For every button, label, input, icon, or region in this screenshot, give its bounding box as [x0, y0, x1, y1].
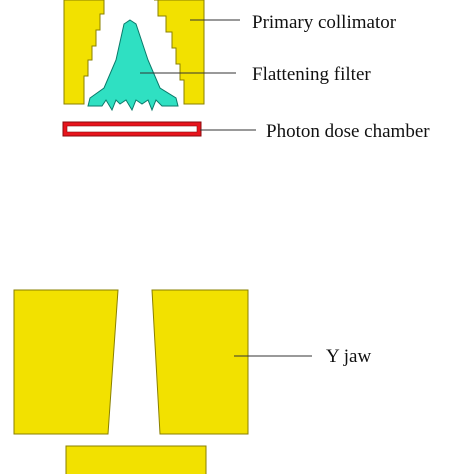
label-y-jaw: Y jaw: [326, 346, 371, 367]
primary-collimator-left: [63, 0, 105, 105]
flattening-filter: [87, 19, 179, 112]
primary-collimator-right: [154, 0, 205, 105]
y-jaw-left: [13, 289, 119, 435]
label-primary-collimator: Primary collimator: [252, 12, 397, 33]
y-jaw-right: [151, 289, 249, 435]
label-photon-dose-chamber: Photon dose chamber: [266, 121, 430, 142]
photon-dose-chamber-inner: [66, 125, 198, 133]
label-flattening-filter: Flattening filter: [252, 64, 371, 85]
lower-jaw-block: [65, 445, 207, 474]
